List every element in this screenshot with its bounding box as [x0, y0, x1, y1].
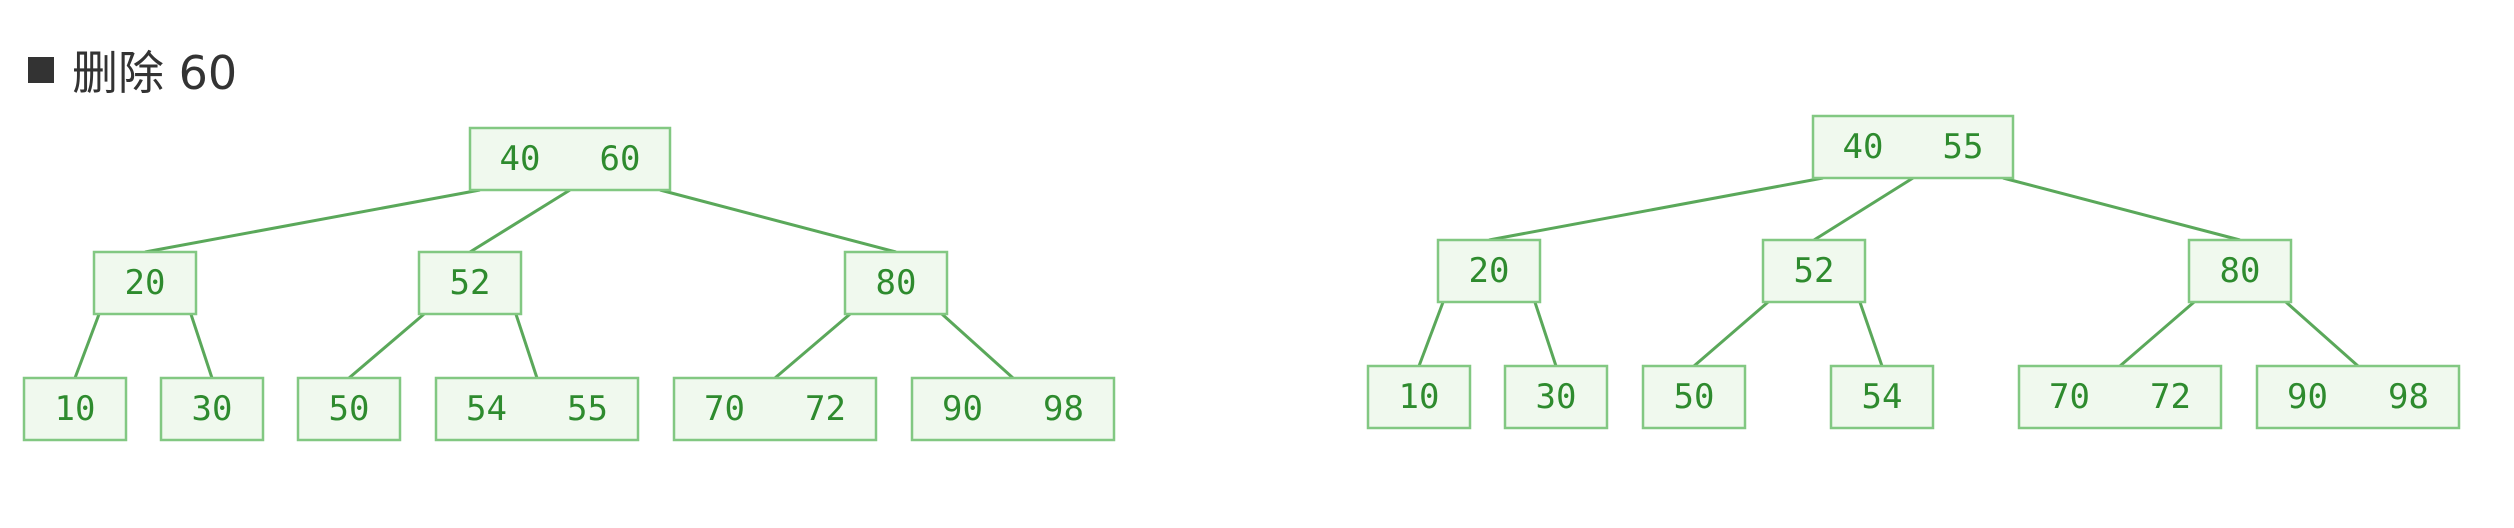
edge-b-root-to-b-52 — [469, 188, 571, 254]
node-box — [159, 376, 265, 442]
edge-b-20-to-b-30 — [189, 313, 214, 379]
tree-node-b-root: 40 60 — [468, 126, 672, 192]
edge-b-80-to-b-90-98 — [940, 312, 1015, 380]
node-box — [843, 250, 949, 316]
tree-node-b-54-55: 54 55 — [434, 376, 640, 442]
tree-node-b-90-98: 90 98 — [910, 376, 1116, 442]
edge-b-52-to-b-50 — [348, 312, 426, 380]
node-key: 72 — [805, 389, 846, 429]
node-key: 10 — [1399, 377, 1440, 417]
node-key: 30 — [192, 389, 233, 429]
section-heading: 删除 60 — [28, 40, 237, 100]
node-key: 72 — [2150, 377, 2191, 417]
node-key: 40 — [500, 139, 541, 179]
tree-node-a-root: 40 55 — [1811, 114, 2015, 180]
node-key: 52 — [1794, 251, 1835, 291]
node-key: 98 — [1043, 389, 1084, 429]
node-key: 60 — [600, 139, 641, 179]
edge-a-root-to-a-52 — [1813, 176, 1914, 242]
tree-node-b-70-72: 70 72 — [672, 376, 878, 442]
node-box — [1366, 364, 1472, 430]
edge-a-20-to-a-10 — [1417, 301, 1445, 367]
node-key: 90 — [2287, 377, 2328, 417]
node-box — [1829, 364, 1935, 430]
node-box — [417, 250, 523, 316]
tree-node-a-90-98: 90 98 — [2255, 364, 2461, 430]
edge-a-52-to-a-54 — [1858, 301, 1884, 367]
node-box — [910, 376, 1116, 442]
nodes-layer: 40 60 20 52 80 10 30 50 54 55 70 72 90 98 40 55 20 52 80 10… — [22, 114, 2461, 442]
tree-node-b-52: 52 — [417, 250, 523, 316]
edge-b-20-to-b-10 — [73, 313, 101, 379]
tree-node-b-50: 50 — [296, 376, 402, 442]
node-box — [1503, 364, 1609, 430]
node-key: 80 — [2220, 251, 2261, 291]
tree-node-b-10: 10 — [22, 376, 128, 442]
edge-a-52-to-a-50 — [1693, 300, 1770, 368]
edge-a-80-to-a-90-98 — [2284, 300, 2359, 368]
node-key: 30 — [1536, 377, 1577, 417]
tree-node-b-20: 20 — [92, 250, 198, 316]
node-key: 20 — [125, 263, 166, 303]
heading-text: 删除 60 — [72, 46, 238, 100]
node-key: 52 — [450, 263, 491, 303]
tree-node-a-20: 20 — [1436, 238, 1542, 304]
tree-node-a-52: 52 — [1761, 238, 1867, 304]
node-box — [672, 376, 878, 442]
tree-node-a-70-72: 70 72 — [2017, 364, 2223, 430]
node-box — [2187, 238, 2293, 304]
node-key: 70 — [704, 389, 745, 429]
node-key: 90 — [942, 389, 983, 429]
node-box — [296, 376, 402, 442]
edge-b-80-to-b-70-72 — [774, 312, 852, 380]
node-key: 54 — [466, 389, 507, 429]
node-box — [2255, 364, 2461, 430]
edge-a-root-to-a-80 — [2002, 176, 2241, 242]
node-key: 20 — [1469, 251, 1510, 291]
square-bullet-icon — [28, 57, 54, 83]
node-key: 55 — [567, 389, 608, 429]
node-key: 50 — [1674, 377, 1715, 417]
node-key: 54 — [1862, 377, 1903, 417]
edge-b-root-to-b-20 — [144, 188, 481, 254]
node-box — [22, 376, 128, 442]
node-box — [2017, 364, 2223, 430]
node-box — [1436, 238, 1542, 304]
node-key: 10 — [55, 389, 96, 429]
tree-node-a-80: 80 — [2187, 238, 2293, 304]
node-key: 80 — [876, 263, 917, 303]
node-box — [468, 126, 672, 192]
node-box — [1761, 238, 1867, 304]
tree-node-a-10: 10 — [1366, 364, 1472, 430]
node-box — [92, 250, 198, 316]
edges-layer — [73, 176, 2359, 380]
node-key: 55 — [1943, 127, 1984, 167]
edge-a-80-to-a-70-72 — [2119, 300, 2196, 368]
tree-node-b-30: 30 — [159, 376, 265, 442]
tree-node-b-80: 80 — [843, 250, 949, 316]
edge-a-root-to-a-20 — [1488, 176, 1824, 242]
node-key: 50 — [329, 389, 370, 429]
tree-node-a-30: 30 — [1503, 364, 1609, 430]
edge-b-root-to-b-80 — [659, 188, 897, 254]
node-box — [1811, 114, 2015, 180]
edge-b-52-to-b-54-55 — [514, 313, 539, 379]
tree-node-a-54: 54 — [1829, 364, 1935, 430]
edge-a-20-to-a-30 — [1533, 301, 1558, 367]
node-key: 98 — [2388, 377, 2429, 417]
node-key: 70 — [2049, 377, 2090, 417]
tree-node-a-50: 50 — [1641, 364, 1747, 430]
node-box — [434, 376, 640, 442]
node-key: 40 — [1843, 127, 1884, 167]
node-box — [1641, 364, 1747, 430]
